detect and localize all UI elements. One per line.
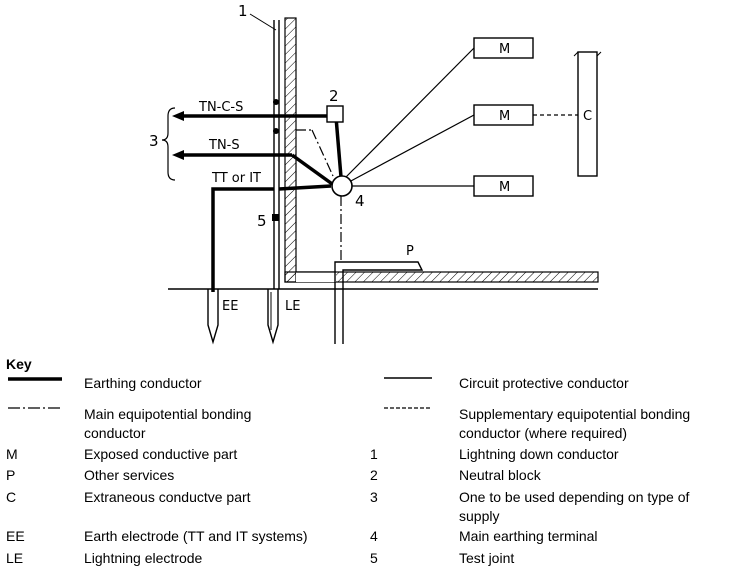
earthing-line-symbol [8,377,62,381]
label-tn-c-s: TN-C-S [198,100,243,115]
main-earthing-terminal [331,175,353,197]
key-code-m: M [6,446,18,462]
callout-2: 2 [329,87,339,105]
key-text-p: Other services [84,467,175,483]
callout-1: 1 [238,2,248,20]
arrow-tn-c-s [172,111,184,121]
key-code-1: 1 [370,446,378,462]
key-supp-bonding-2: conductor (where required) [459,425,628,441]
earth-electrode [207,283,219,345]
cpc-line-symbol [384,377,432,379]
key-text-5: Test joint [459,550,515,566]
building-wall [284,17,599,283]
earthing-diagram: 1 2 3 4 5 TN-C-S TN-S TT or IT M M M C P… [149,2,602,345]
main-bonding-lines [296,129,342,262]
label-tt-or-it: TT or IT [211,171,261,186]
exposed-part-box [473,37,534,59]
callout-5: 5 [257,212,267,230]
key-code-3: 3 [370,489,378,505]
earthing-conductors [180,114,343,283]
supp-bonding-symbol [384,407,432,409]
label-m-1: M [499,42,510,57]
service-pipe [334,261,424,344]
key-text-3: One to be used depending on type of [459,489,690,505]
exposed-part-box [473,175,534,197]
callout-4: 4 [355,192,365,210]
junction-dot [273,128,279,134]
key-text-2: Neutral block [459,467,541,483]
label-tn-s: TN-S [208,138,240,153]
key-code-4: 4 [370,528,378,544]
key-text-3b: supply [459,508,500,524]
key-text-1: Lightning down conductor [459,446,619,462]
arrow-tn-s [172,150,184,160]
neutral-block [326,105,344,123]
label-p: P [406,244,414,259]
key-code-le: LE [6,550,24,566]
key-main-bonding-1: Main equipotential bonding [84,406,252,422]
cpc-lines [344,47,475,187]
key-text-m: Exposed conductive part [84,446,238,462]
key-code-c: C [6,489,17,505]
junction-dot [273,99,279,105]
label-c: C [583,109,592,124]
label-m-3: M [499,180,510,195]
key-earthing: Earthing conductor [84,375,202,391]
brace [161,107,176,181]
label-ee: EE [222,299,238,314]
label-m-2: M [499,109,510,124]
key-text-ee: Earth electrode (TT and IT systems) [84,528,308,544]
key-code-p: P [6,467,16,483]
key-main-bonding-2: conductor [84,425,146,441]
key-code-ee: EE [6,528,25,544]
lightning-down-conductor [249,13,280,289]
key-cpc: Circuit protective conductor [459,375,629,391]
callout-3: 3 [149,132,159,150]
test-joint [272,214,279,221]
key-text-le: Lightning electrode [84,550,203,566]
key-title: Key [6,356,32,372]
lightning-electrode [267,289,279,345]
exposed-part-box [473,104,534,126]
key-supp-bonding-1: Supplementary equipotential bonding [459,406,691,422]
key-text-4: Main earthing terminal [459,528,598,544]
key-code-5: 5 [370,550,378,566]
main-bonding-symbol [8,407,62,409]
key-code-2: 2 [370,467,378,483]
label-le: LE [285,299,300,314]
extraneous-part [573,51,602,177]
key-text-c: Extraneous conductve part [84,489,251,505]
